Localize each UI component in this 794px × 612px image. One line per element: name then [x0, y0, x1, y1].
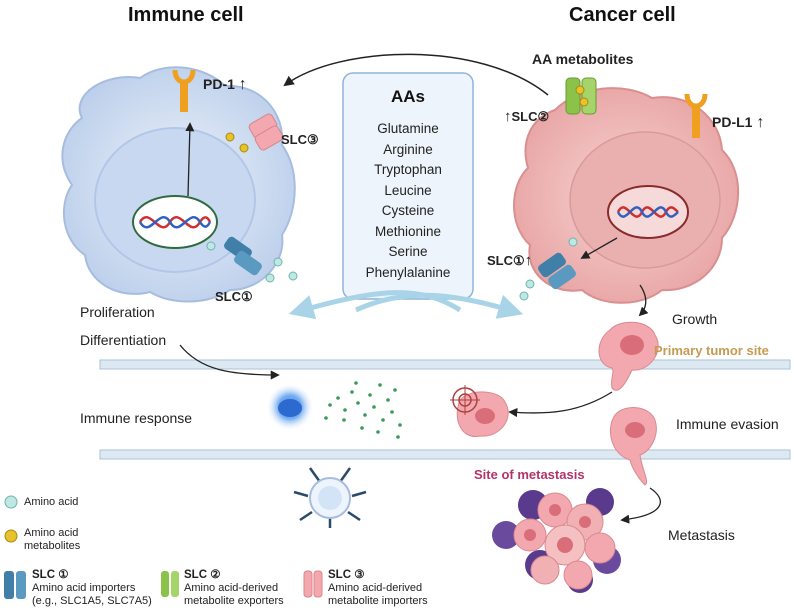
legend-text: Amino acid importers — [32, 582, 136, 594]
immune-response-label: Immune response — [80, 410, 193, 426]
legend-text: metabolite exporters — [184, 595, 284, 607]
legend-slc2-title: SLC ② — [184, 569, 221, 581]
legend-graphics — [4, 495, 323, 599]
proliferation-label: Proliferation — [80, 304, 155, 320]
cancer-cell — [513, 87, 740, 304]
up-arrow-icon: ↑ — [238, 76, 247, 93]
aa-item: Cysteine — [381, 203, 435, 218]
slc1-cancer-label: SLC①↑ — [487, 252, 532, 269]
metastasis-label: Metastasis — [668, 527, 735, 543]
up-arrow-icon: ↑ — [756, 114, 765, 131]
slc2-text: SLC② — [511, 109, 550, 124]
aa-arrow-to-cancer — [354, 292, 524, 319]
differentiation-label: Differentiation — [80, 332, 167, 348]
pd1-receptor — [172, 69, 196, 112]
legend-text: metabolites — [24, 540, 81, 552]
aa-box — [342, 72, 474, 300]
aa-item: Leucine — [384, 182, 432, 198]
aa-item: Tryptophan — [374, 162, 442, 177]
legend-slc3: SLC ③ Amino acid-derived metabolite impo… — [328, 569, 428, 608]
growth-label: Growth — [672, 311, 718, 327]
cytokines — [324, 381, 402, 439]
pdl1-text: PD-L1 — [712, 114, 753, 130]
up-arrow-icon: ↑ — [524, 252, 533, 269]
legend-amino-acid-metabolites: Amino acid metabolites — [24, 527, 80, 553]
pd1-label: PD-1 ↑ — [203, 76, 247, 94]
immune-cell-title: Immune cell — [128, 4, 244, 26]
aa-item: Arginine — [383, 141, 433, 157]
activated-immune-cell — [266, 383, 314, 431]
slc2-transporter-cancer — [565, 77, 597, 115]
slc1-transporter-cancer — [519, 237, 578, 301]
legend-slc1-title: SLC ① — [32, 569, 69, 581]
legend-slc3-title: SLC ③ — [328, 569, 365, 581]
legend-text: metabolite importers — [328, 595, 428, 607]
legend-text: Amino acid-derived — [328, 582, 423, 594]
pd1-text: PD-1 — [203, 76, 235, 92]
aa-list: Glutamine Arginine Tryptophan Leucine Cy… — [338, 119, 478, 283]
legend-slc2: SLC ② Amino acid-derived metabolite expo… — [184, 569, 284, 608]
aa-item: Glutamine — [377, 121, 439, 136]
up-arrow-icon: ↑ — [504, 108, 512, 125]
slc2-cancer-label: ↑SLC② — [504, 108, 549, 125]
legend-text: (e.g., SLC1A5, SLC7A5) — [32, 595, 152, 607]
aa-arrow-to-immune — [288, 290, 462, 320]
metastasizing-cell — [610, 407, 657, 486]
antibody-immune-cell — [293, 467, 367, 528]
pdl1-label: PD-L1 ↑ — [712, 114, 764, 132]
legend-text: Amino acid — [24, 527, 79, 539]
immune-evasion-label: Immune evasion — [676, 416, 779, 432]
blood-vessel — [99, 359, 791, 460]
aa-item: Methionine — [374, 223, 442, 239]
slc3-transporter-immune — [225, 113, 284, 153]
aa-metabolites-label: AA metabolites — [532, 51, 634, 67]
metastasis-cluster — [492, 488, 621, 593]
aa-item: Serine — [388, 244, 428, 259]
slc3-immune-label: SLC③ — [281, 132, 319, 147]
aa-box-title: AAs — [391, 87, 426, 106]
site-of-metastasis-label: Site of metastasis — [474, 467, 585, 482]
aa-item: Phenylalanine — [365, 264, 451, 280]
pdl1-receptor — [684, 93, 708, 138]
cancer-cell-title: Cancer cell — [569, 4, 676, 26]
slc1-immune-label: SLC① — [215, 289, 253, 304]
legend-slc1: SLC ① Amino acid importers (e.g., SLC1A5… — [32, 569, 152, 608]
slc1-text: SLC① — [487, 253, 525, 268]
primary-tumor-site-label: Primary tumor site — [654, 343, 769, 358]
metabolite-flow-arrow — [283, 53, 549, 96]
slc1-transporter-immune — [206, 236, 298, 283]
targeted-cancer-cell — [450, 385, 509, 437]
legend-text: Amino acid-derived — [184, 582, 279, 594]
primary-tumor-cell — [598, 321, 659, 391]
legend-amino-acid: Amino acid — [24, 496, 79, 508]
